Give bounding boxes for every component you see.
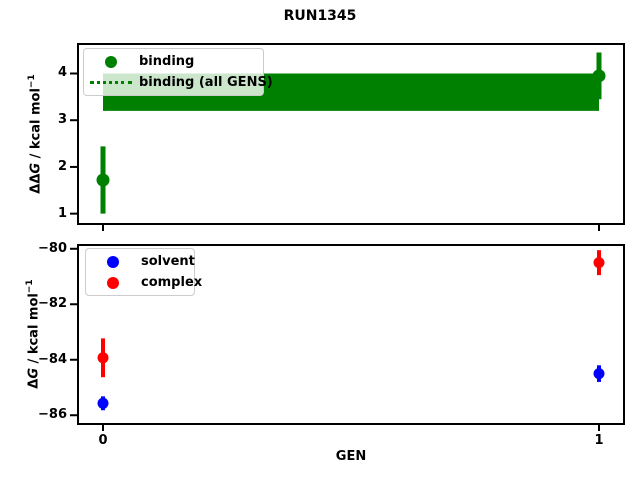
x-tick-label: 0 <box>98 433 108 448</box>
axes-spines <box>77 43 625 225</box>
solvent-point <box>593 368 605 380</box>
ylabel-bottom-exponent: −1 <box>25 279 35 294</box>
y-tick-label: −86 <box>38 407 67 423</box>
xlabel: GEN <box>335 449 367 464</box>
legend-label-binding: binding <box>139 54 195 69</box>
legend-label-solvent: solvent <box>141 254 195 269</box>
y-tick-label: 2 <box>57 158 67 174</box>
y-tick-label: −84 <box>38 351 67 367</box>
legend-row-binding: binding <box>90 51 257 72</box>
ylabel-top-prefix: ΔΔ <box>28 173 44 194</box>
dotted-line-icon <box>90 81 132 84</box>
y-tick-label: −80 <box>38 240 67 256</box>
legend-handle <box>90 81 132 84</box>
ylabel-bottom-variable: G <box>26 367 42 379</box>
complex-marker-icon <box>107 276 119 289</box>
binding-point <box>96 173 110 187</box>
legend-handle <box>92 255 134 268</box>
solvent-marker-icon <box>107 255 119 268</box>
y-tick-label: 4 <box>57 65 67 81</box>
y-tick-label: 1 <box>57 205 67 221</box>
y-tick-label: 3 <box>57 112 67 128</box>
legend-label-complex: complex <box>141 275 203 290</box>
binding-marker-icon <box>105 55 117 68</box>
ylabel-bottom-prefix: Δ <box>26 378 42 389</box>
binding-point <box>592 69 606 83</box>
legend-row-binding-all-gens: binding (all GENS) <box>90 72 273 93</box>
complex-point <box>593 257 605 269</box>
legend-handle <box>92 276 134 289</box>
legend-row-complex: complex <box>92 272 202 293</box>
legend-handle <box>90 55 132 68</box>
legend-label-binding-all-gens: binding (all GENS) <box>139 75 273 90</box>
legend-top: binding binding (all GENS) <box>83 48 273 96</box>
solvent-point <box>97 397 109 409</box>
axes-spines <box>77 244 625 425</box>
ylabel-bottom: ΔG / kcal mol−1 <box>21 234 42 434</box>
x-tick-label: 1 <box>594 433 604 448</box>
legend-row-solvent: solvent <box>92 251 195 272</box>
y-tick-label: −82 <box>38 296 67 312</box>
complex-point <box>97 352 109 364</box>
figure-title: RUN1345 <box>283 8 357 24</box>
legend-bottom: solvent complex <box>85 248 202 296</box>
